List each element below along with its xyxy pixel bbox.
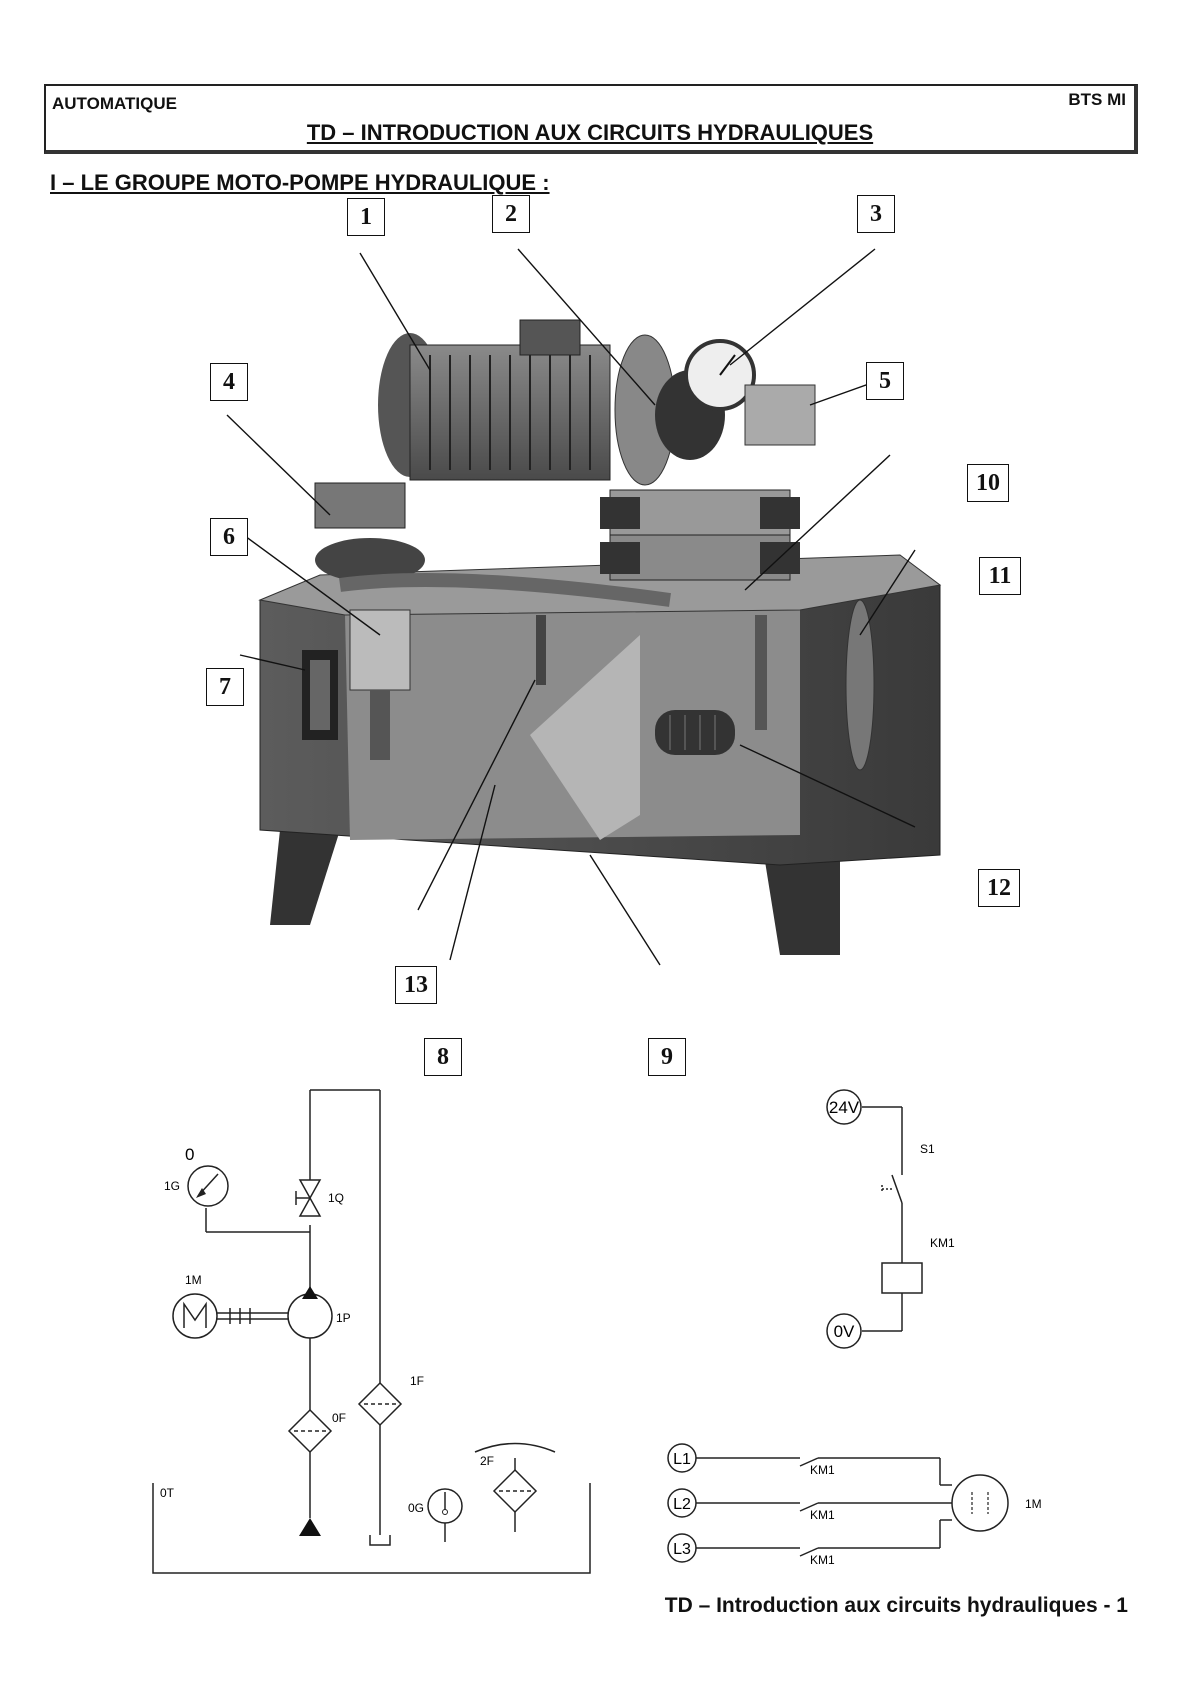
callout-1: 1 <box>347 198 385 236</box>
return-filter-body <box>350 610 410 690</box>
ground-label: 0V <box>834 1322 855 1341</box>
three-phase-motor-symbol <box>952 1475 1008 1531</box>
relief-valve <box>745 385 815 445</box>
callout-13: 13 <box>395 966 437 1004</box>
level-switch <box>536 615 546 685</box>
section-title: I – LE GROUPE MOTO-POMPE HYDRAULIQUE : <box>50 170 550 196</box>
power-motor-label: 1M <box>1025 1497 1042 1511</box>
solenoid-valve-left <box>315 483 405 528</box>
coil-label: KM1 <box>930 1236 955 1250</box>
pump-label: 1P <box>336 1311 351 1325</box>
valve-label: 1Q <box>328 1191 344 1205</box>
phase-l2-label: L2 <box>673 1496 691 1513</box>
phase-l1-label: L1 <box>673 1451 691 1468</box>
callout-7: 7 <box>206 668 244 706</box>
return-filter-label: 1F <box>410 1374 424 1388</box>
control-circuit-schematic: 24V S1 KM1 0V <box>820 1085 1020 1355</box>
inspection-cover <box>846 600 874 770</box>
shutoff-valve-symbol <box>300 1180 320 1198</box>
terminal-box <box>520 320 580 355</box>
phase-l3-label: L3 <box>673 1541 691 1558</box>
callout-9: 9 <box>648 1038 686 1076</box>
contact-label-2: KM1 <box>810 1508 835 1522</box>
subject-label: AUTOMATIQUE <box>52 94 177 114</box>
header-box: AUTOMATIQUE BTS MI TD – INTRODUCTION AUX… <box>44 84 1138 154</box>
motor-label: 1M <box>185 1273 202 1287</box>
breather-filter-label: 2F <box>480 1454 494 1468</box>
footer-text: TD – Introduction aux circuits hydrauliq… <box>665 1594 1128 1618</box>
suction-strainer <box>655 710 735 755</box>
callout-10: 10 <box>967 464 1009 502</box>
supply-label: 24V <box>829 1098 860 1117</box>
callout-12: 12 <box>978 869 1020 907</box>
callout-2: 2 <box>492 195 530 233</box>
contact-label-1: KM1 <box>810 1463 835 1477</box>
tank-leg-left <box>270 830 340 925</box>
switch-label: S1 <box>920 1142 935 1156</box>
callout-5: 5 <box>866 362 904 400</box>
suction-inlet-symbol <box>299 1518 321 1536</box>
callout-8: 8 <box>424 1038 462 1076</box>
hydraulic-schematic: 0 1G 1Q 1M 1P 1F 0F 0T 0G 2F <box>130 1080 610 1580</box>
electric-motor-symbol <box>173 1294 217 1338</box>
callout-6: 6 <box>210 518 248 556</box>
class-label: BTS MI <box>1068 90 1126 110</box>
callout-3: 3 <box>857 195 895 233</box>
level-gauge-label: 0G <box>408 1501 424 1515</box>
pump-symbol <box>288 1294 332 1338</box>
suction-filter-label: 0F <box>332 1411 346 1425</box>
document-title: TD – INTRODUCTION AUX CIRCUITS HYDRAULIQ… <box>46 120 1134 146</box>
tank-label: 0T <box>160 1486 175 1500</box>
gauge-value-label: 0 <box>185 1145 194 1164</box>
power-circuit-schematic: L1 L2 L3 KM1 KM1 KM1 1M <box>660 1440 1060 1580</box>
gauge-label: 1G <box>164 1179 180 1193</box>
motor-pump-illustration <box>200 215 1000 1055</box>
callout-11: 11 <box>979 557 1021 595</box>
contact-label-3: KM1 <box>810 1553 835 1567</box>
callout-4: 4 <box>210 363 248 401</box>
relay-coil-symbol <box>882 1263 922 1293</box>
